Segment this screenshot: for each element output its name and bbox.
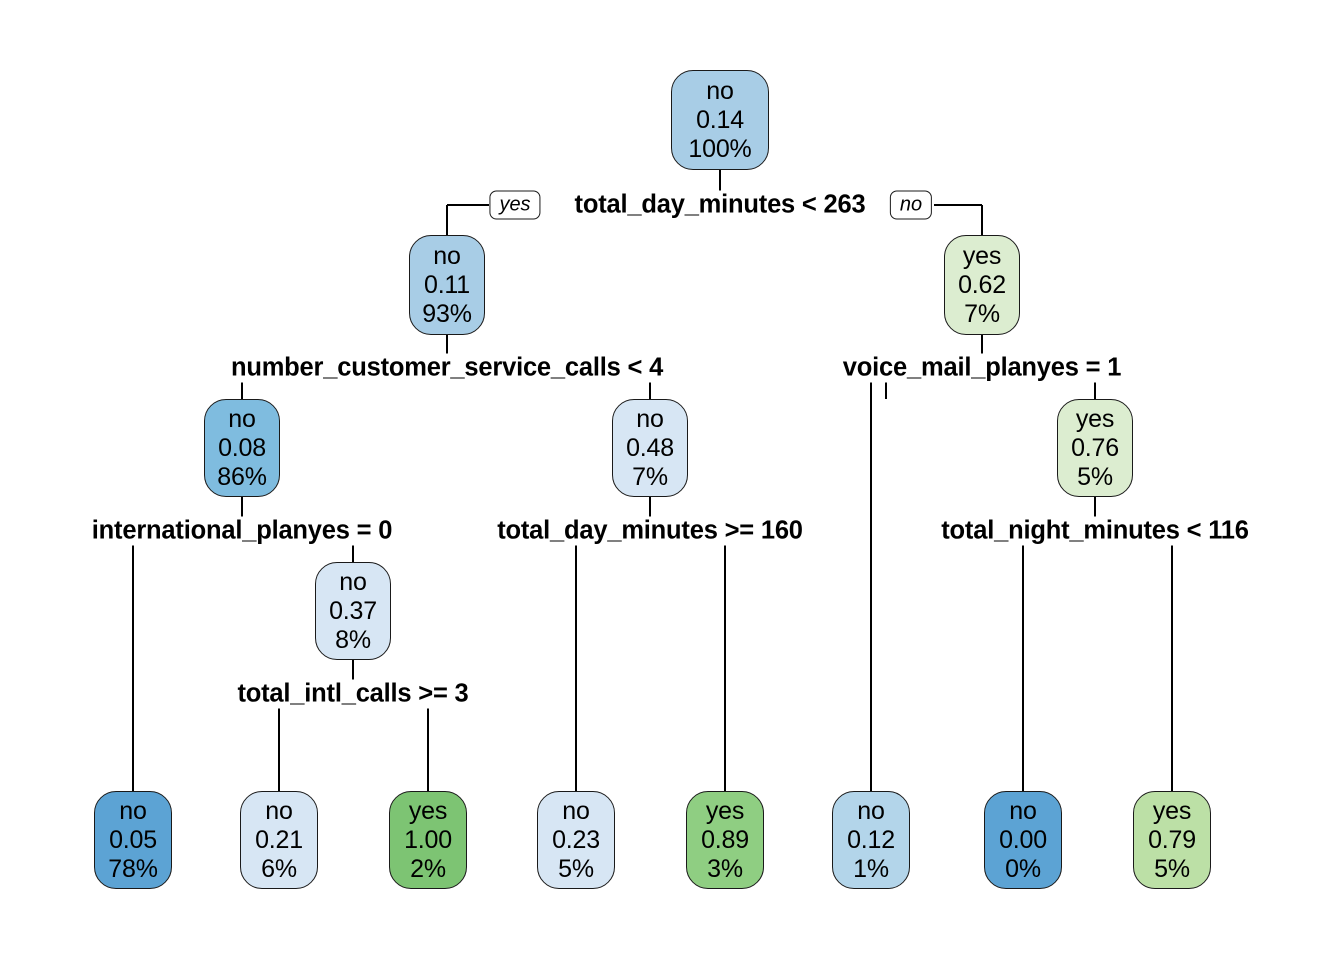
node-probability: 0.14	[696, 105, 744, 134]
node-class: yes	[1152, 796, 1192, 825]
split-label-total-day-minutes-263[interactable]: total_day_minutes < 263	[567, 190, 873, 220]
node-probability: 0.11	[423, 270, 470, 299]
node-percent: 86%	[217, 462, 267, 491]
node-class: no	[339, 567, 367, 596]
node-percent: 5%	[1154, 854, 1190, 883]
node-class: no	[706, 76, 734, 105]
node-probability: 0.76	[1071, 433, 1119, 462]
split-label-number-customer-service-calls[interactable]: number_customer_service_calls < 4	[223, 353, 671, 383]
tree-leaf-7[interactable]: no 0.00 0%	[984, 791, 1062, 889]
node-class: yes	[408, 796, 448, 825]
node-class: no	[433, 241, 461, 270]
node-probability: 0.89	[701, 825, 749, 854]
node-class: yes	[705, 796, 745, 825]
tree-leaf-5[interactable]: yes 0.89 3%	[686, 791, 764, 889]
tree-node-csc-left[interactable]: no 0.08 86%	[204, 399, 280, 497]
node-class: no	[1009, 796, 1037, 825]
tree-node-right-1[interactable]: yes 0.62 7%	[944, 235, 1020, 335]
node-percent: 8%	[335, 625, 371, 654]
tree-leaf-4[interactable]: no 0.23 5%	[537, 791, 615, 889]
node-class: no	[636, 404, 664, 433]
node-percent: 5%	[1077, 462, 1113, 491]
edge-label-yes[interactable]: yes	[489, 190, 541, 220]
node-class: yes	[1075, 404, 1115, 433]
node-class: yes	[962, 241, 1002, 270]
node-class: no	[119, 796, 147, 825]
node-probability: 1.00	[404, 825, 452, 854]
split-label-total-day-minutes-160[interactable]: total_day_minutes >= 160	[490, 516, 810, 546]
tree-node-intlplan-right[interactable]: no 0.37 8%	[315, 562, 391, 660]
node-percent: 3%	[707, 854, 743, 883]
node-probability: 0.08	[218, 433, 266, 462]
split-label-international-plan[interactable]: international_planyes = 0	[84, 516, 400, 546]
node-class: no	[857, 796, 885, 825]
node-class: no	[562, 796, 590, 825]
node-probability: 0.00	[999, 825, 1047, 854]
node-probability: 0.21	[255, 825, 303, 854]
node-probability: 0.37	[329, 596, 377, 625]
node-probability: 0.62	[958, 270, 1006, 299]
split-label-voice-mail-plan[interactable]: voice_mail_planyes = 1	[835, 353, 1129, 383]
node-percent: 5%	[558, 854, 594, 883]
tree-node-vmail-right[interactable]: yes 0.76 5%	[1057, 399, 1133, 497]
node-probability: 0.23	[552, 825, 600, 854]
tree-leaf-1[interactable]: no 0.05 78%	[94, 791, 172, 889]
node-probability: 0.48	[626, 433, 674, 462]
tree-node-csc-right[interactable]: no 0.48 7%	[612, 399, 688, 497]
split-label-total-night-minutes[interactable]: total_night_minutes < 116	[934, 516, 1256, 546]
node-class: no	[228, 404, 256, 433]
node-percent: 93%	[422, 299, 472, 328]
node-percent: 7%	[632, 462, 668, 491]
node-percent: 1%	[853, 854, 889, 883]
tree-leaf-8[interactable]: yes 0.79 5%	[1133, 791, 1211, 889]
node-percent: 2%	[410, 854, 446, 883]
node-probability: 0.12	[847, 825, 895, 854]
node-probability: 0.05	[109, 825, 157, 854]
tree-node-left-1[interactable]: no 0.11 93%	[409, 235, 485, 335]
node-probability: 0.79	[1148, 825, 1196, 854]
node-percent: 6%	[261, 854, 297, 883]
split-label-total-intl-calls[interactable]: total_intl_calls >= 3	[230, 679, 476, 709]
tree-node-root[interactable]: no 0.14 100%	[671, 70, 769, 170]
node-percent: 100%	[688, 134, 752, 163]
edge-label-no[interactable]: no	[889, 190, 933, 220]
tree-leaf-2[interactable]: no 0.21 6%	[240, 791, 318, 889]
node-percent: 78%	[108, 854, 158, 883]
node-percent: 0%	[1005, 854, 1041, 883]
node-class: no	[265, 796, 293, 825]
tree-leaf-6[interactable]: no 0.12 1%	[832, 791, 910, 889]
node-percent: 7%	[964, 299, 1000, 328]
tree-leaf-3[interactable]: yes 1.00 2%	[389, 791, 467, 889]
